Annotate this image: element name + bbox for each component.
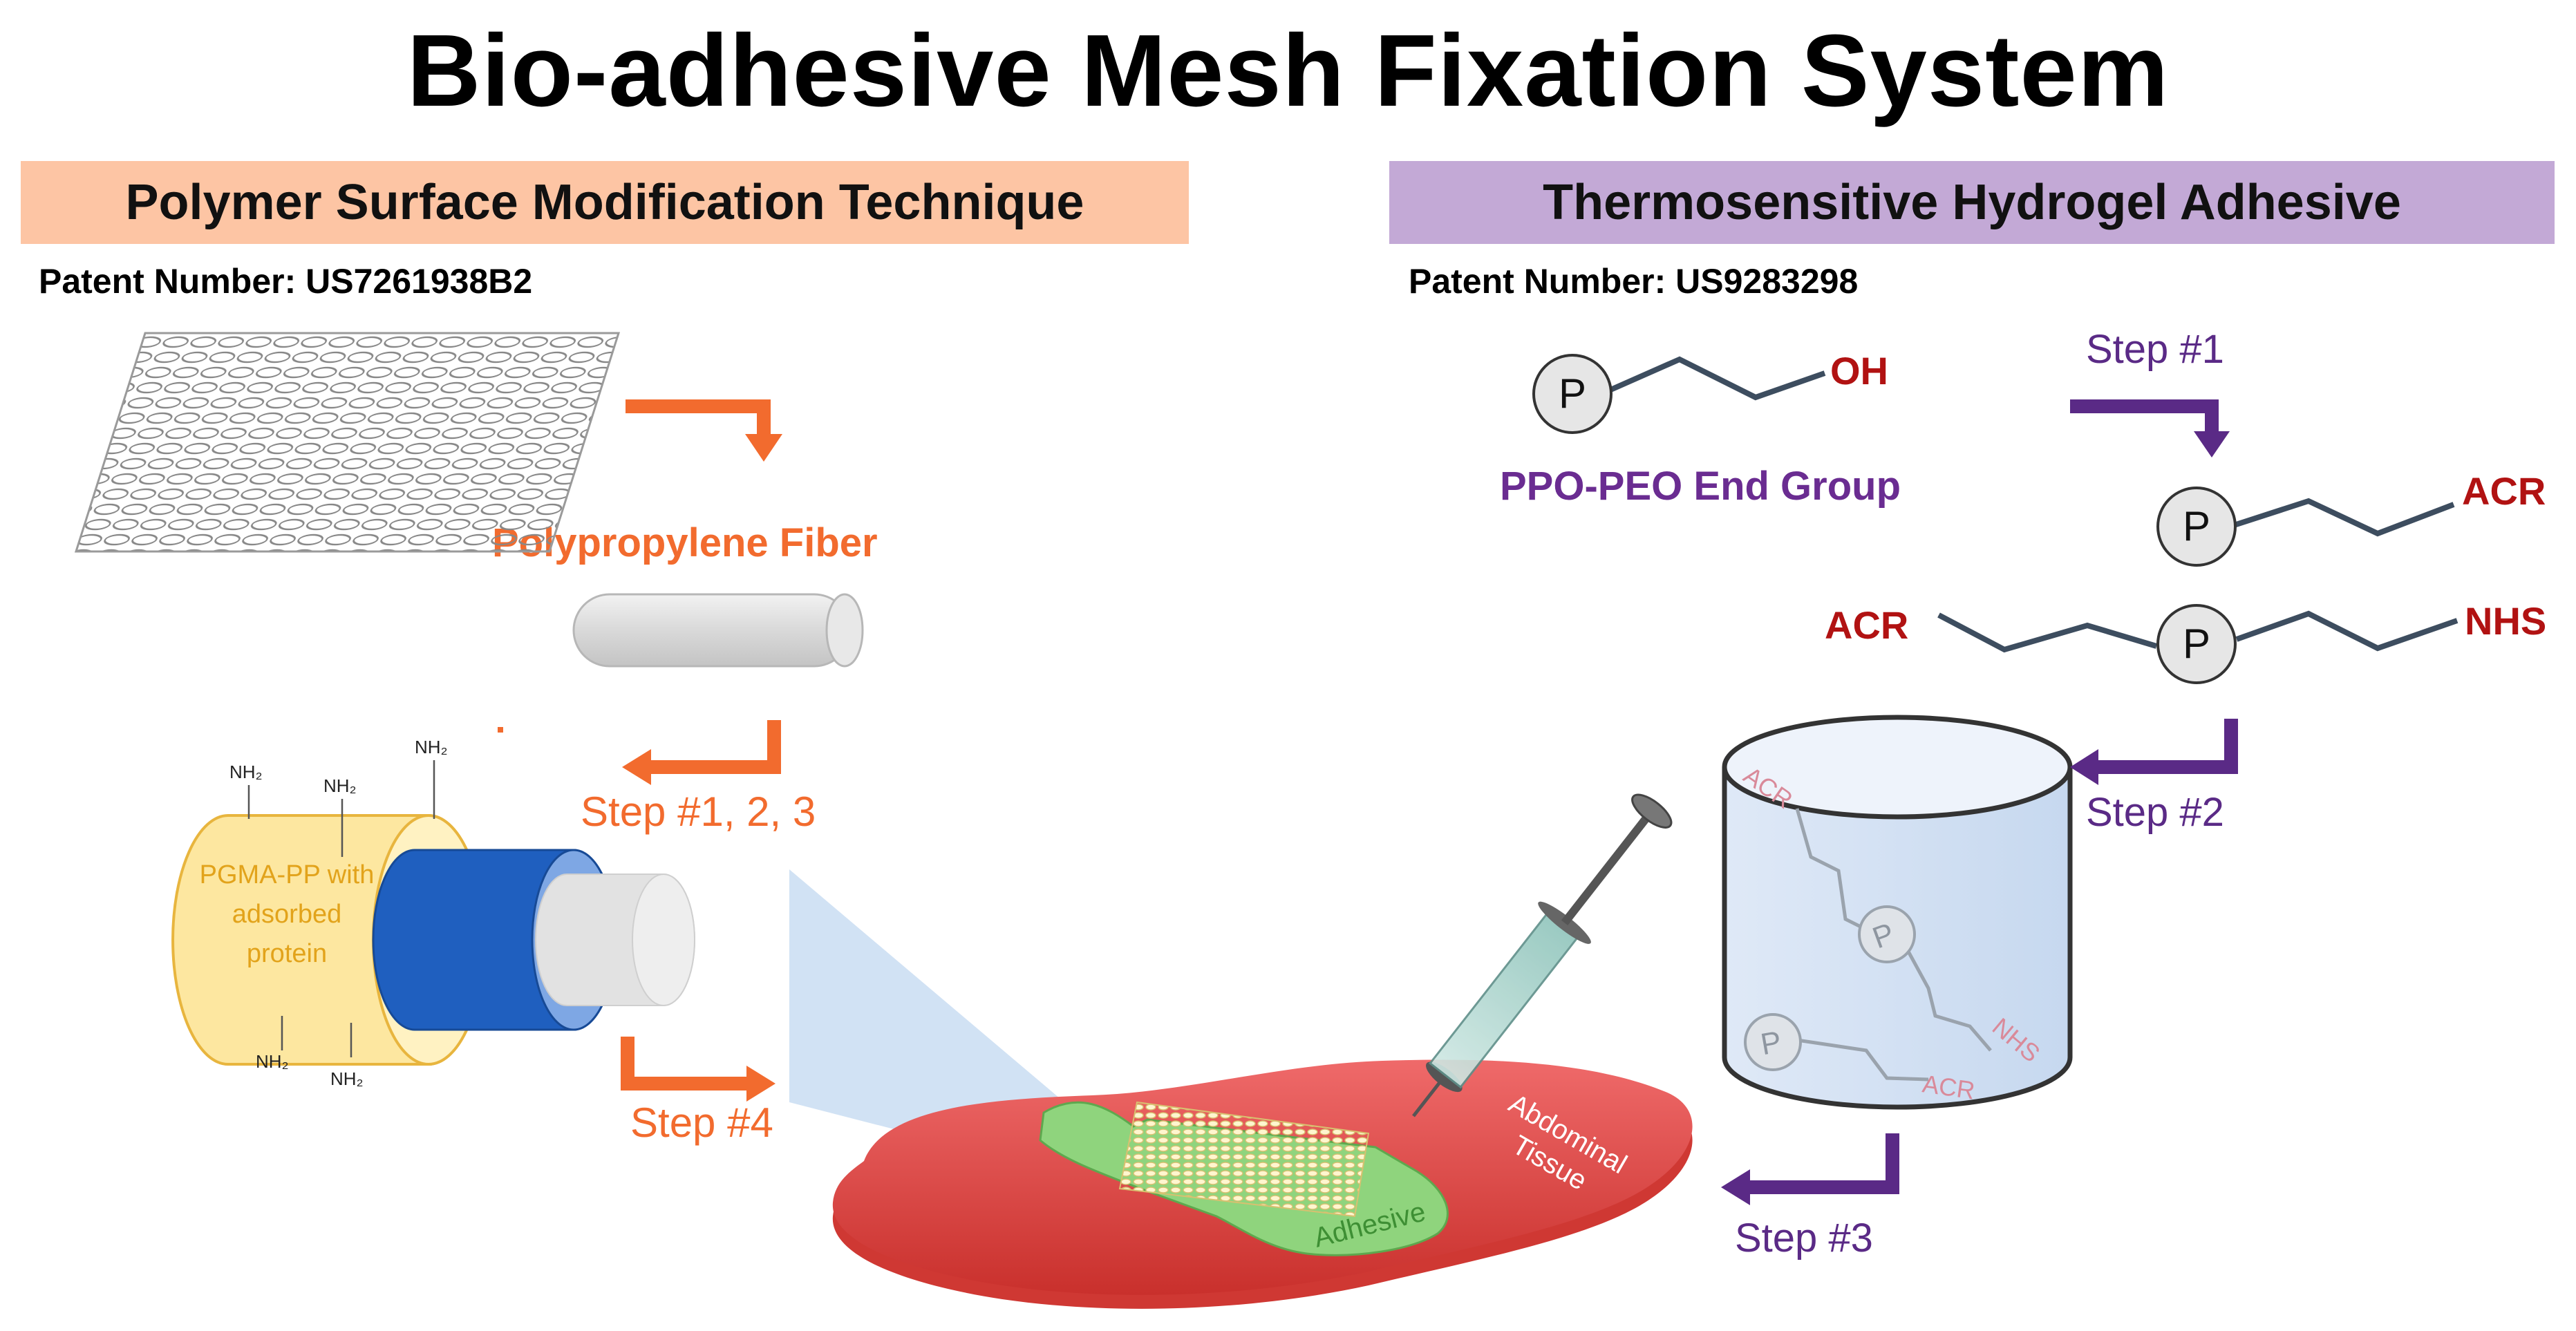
p-node-label: P <box>2183 621 2210 667</box>
polypropylene-fiber-cylinder <box>572 593 864 668</box>
orange-arrow-mesh-to-fiber <box>626 399 782 462</box>
pgma-pp-label-line2: adsorbed <box>232 900 341 929</box>
oh-group-label: OH <box>1830 349 1888 393</box>
right-patent-number: Patent Number: US9283298 <box>1409 262 1859 301</box>
amine-label: NH₂ <box>256 1051 289 1072</box>
page-title: Bio-adhesive Mesh Fixation System <box>406 14 2170 128</box>
pgma-pp-label-line1: PGMA-PP with <box>200 860 375 889</box>
pgma-pp-label-line3: protein <box>247 939 327 968</box>
pgma-pp-coated-fiber <box>171 760 695 1066</box>
step-4-label: Step #4 <box>630 1099 773 1146</box>
left-patent-number: Patent Number: US7261938B2 <box>39 262 533 301</box>
step-1-label: Step #1 <box>2086 327 2224 372</box>
acr-group-label: ACR <box>1825 603 1908 647</box>
ppo-peo-molecule: P OH <box>1532 349 1888 434</box>
step-3-label: Step #3 <box>1735 1216 1873 1261</box>
right-banner-text: Thermosensitive Hydrogel Adhesive <box>1543 175 2401 230</box>
hydrogel-container: P P ACR NHS ACR <box>1722 715 2073 1110</box>
step-1-2-3-label: Step #1, 2, 3 <box>581 789 816 835</box>
orange-arrow-step-4 <box>621 1037 775 1102</box>
p-acr-molecule: P ACR <box>2156 469 2546 567</box>
mesh-on-tissue <box>1118 1101 1370 1218</box>
amine-label: NH₂ <box>415 737 448 757</box>
step-2-label: Step #2 <box>2086 790 2224 835</box>
left-banner-text: Polymer Surface Modification Technique <box>125 175 1084 230</box>
amine-label: NH₂ <box>229 762 263 782</box>
acr-group-label: ACR <box>2462 469 2546 513</box>
purple-arrow-step-3 <box>1721 1133 1899 1205</box>
purple-arrow-step-1 <box>2070 399 2230 457</box>
amine-group-labels: NH₂ NH₂ NH₂ NH₂ NH₂ <box>229 737 448 1089</box>
left-section-banner: Polymer Surface Modification Technique <box>21 161 1189 244</box>
p-node-label: P <box>1559 370 1586 417</box>
purple-arrow-step-2 <box>2070 719 2238 785</box>
polypropylene-mesh <box>74 332 621 553</box>
nhs-group-label: NHS <box>2465 599 2546 643</box>
syringe-icon <box>1412 793 1673 1117</box>
orange-dot <box>498 727 503 733</box>
amine-label: NH₂ <box>323 775 357 796</box>
right-section-banner: Thermosensitive Hydrogel Adhesive <box>1389 161 2555 244</box>
pgma-pp-label: PGMA-PP with adsorbed protein <box>200 860 375 968</box>
amine-label: NH₂ <box>330 1068 364 1089</box>
orange-arrow-step-1-2-3 <box>622 720 781 785</box>
p-node-label: P <box>2183 503 2210 549</box>
ppo-peo-end-group-label: PPO-PEO End Group <box>1500 464 1901 509</box>
acr-p-nhs-molecule: P ACR NHS <box>1825 599 2546 684</box>
